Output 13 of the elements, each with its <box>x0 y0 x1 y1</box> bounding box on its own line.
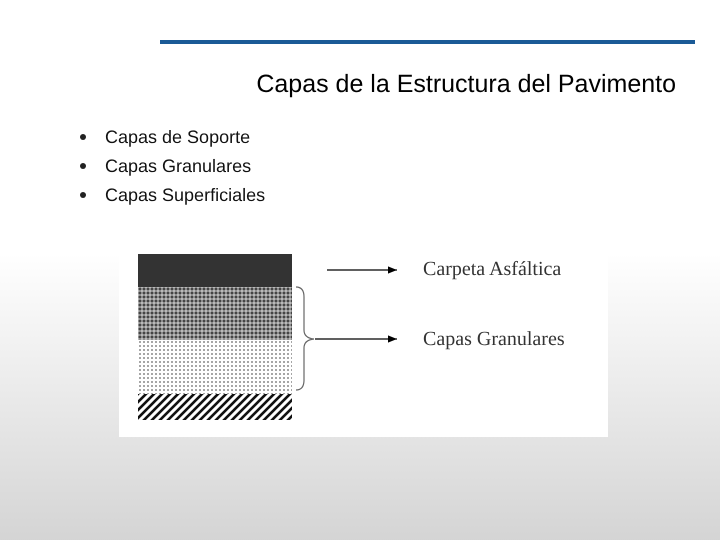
bullet-text: Capas Superficiales <box>105 185 266 206</box>
slide-title: Capas de la Estructura del Pavimento <box>255 70 676 99</box>
bullet-text: Capas de Soporte <box>105 127 250 148</box>
coarse-gravel-layer <box>138 287 292 340</box>
curly-brace <box>295 286 315 391</box>
arrow <box>315 335 397 343</box>
subgrade-layer <box>138 394 292 420</box>
fine-gravel-layer <box>138 340 292 394</box>
layer-label: Carpeta Asfáltica <box>423 258 562 281</box>
bullet-text: Capas Granulares <box>105 156 252 177</box>
asphalt-layer <box>138 254 292 287</box>
layer-label: Capas Granulares <box>423 328 565 351</box>
arrow <box>327 266 397 274</box>
